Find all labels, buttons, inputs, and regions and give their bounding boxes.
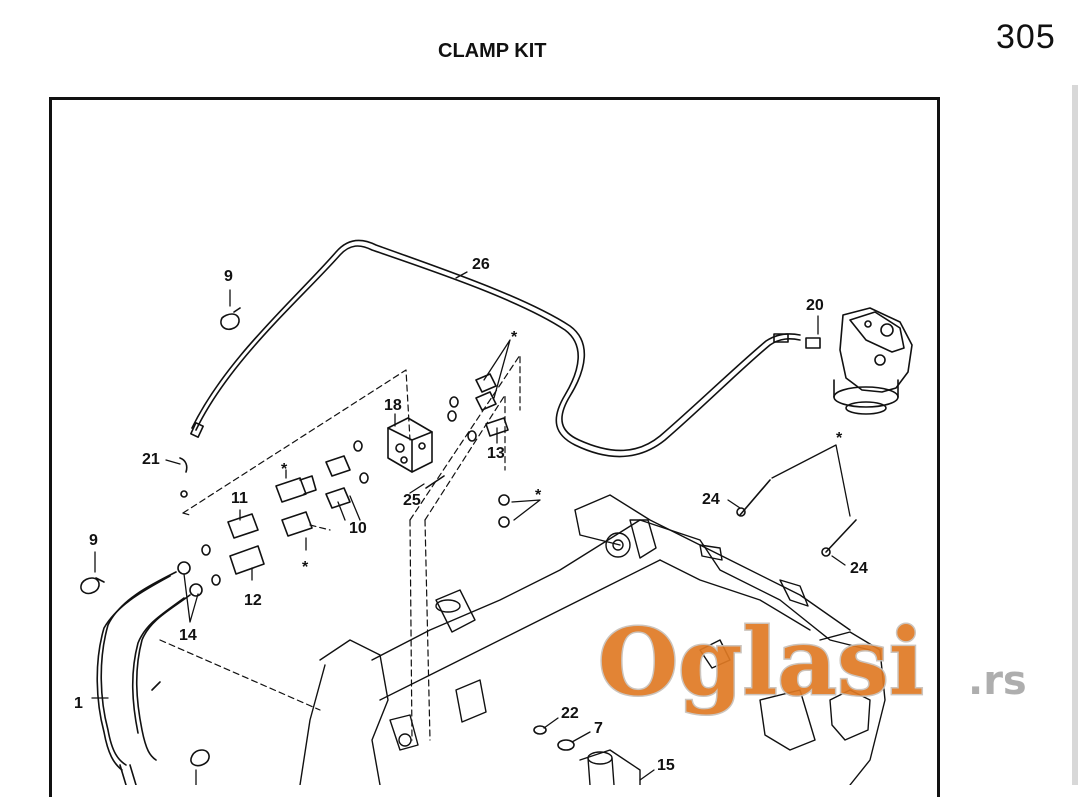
callout-9-left: 9	[89, 532, 98, 549]
callout-22: 22	[561, 705, 579, 722]
callout-7: 7	[594, 720, 603, 737]
callout-24-lower: 24	[850, 560, 868, 577]
callout-24-upper: 24	[702, 491, 720, 508]
callout-1: 1	[74, 695, 83, 712]
callout-star-left: *	[281, 461, 288, 478]
dashed-assembly-box	[159, 354, 521, 741]
valve-block-18	[387, 417, 433, 473]
page-number: 305	[996, 18, 1056, 56]
callout-25: 25	[403, 492, 421, 509]
callout-21: 21	[142, 451, 160, 468]
callout-10: 10	[349, 520, 367, 537]
fittings-group	[177, 373, 831, 597]
leader-lines	[91, 271, 851, 785]
page-title: CLAMP KIT	[438, 40, 547, 62]
callout-star-mid: *	[535, 487, 542, 504]
watermark-logo: Oglasi .rs	[597, 607, 1027, 718]
callout-15: 15	[657, 757, 675, 774]
rotator-motor-20	[805, 307, 913, 415]
callout-13: 13	[487, 445, 505, 462]
callout-14: 14	[179, 627, 197, 644]
page-edge-shadow	[1072, 85, 1078, 785]
callout-star-top: *	[511, 329, 518, 346]
callout-star-right: *	[836, 430, 843, 447]
hose-26	[190, 239, 801, 458]
clip-9-left	[80, 577, 105, 595]
bolts-24	[739, 479, 857, 553]
loader-arm-frame	[299, 494, 886, 785]
clip-9-top	[220, 307, 241, 331]
seal-rings	[533, 725, 575, 751]
clip-9-bottom	[190, 749, 210, 767]
callout-labels: 9 26 20 18 13 21 11 25 24 10 9 24 12 14 …	[74, 256, 868, 774]
callout-star-low: *	[302, 559, 309, 576]
callout-18: 18	[384, 397, 402, 414]
callout-26: 26	[472, 256, 490, 273]
callout-12: 12	[244, 592, 262, 609]
watermark-text: Oglasi	[598, 608, 924, 716]
callout-20: 20	[806, 297, 824, 314]
hose-1	[96, 571, 191, 785]
watermark-tld: .rs	[968, 658, 1027, 704]
callout-9-top: 9	[224, 268, 233, 285]
diagram-frame	[49, 97, 940, 797]
callout-11: 11	[231, 490, 248, 507]
